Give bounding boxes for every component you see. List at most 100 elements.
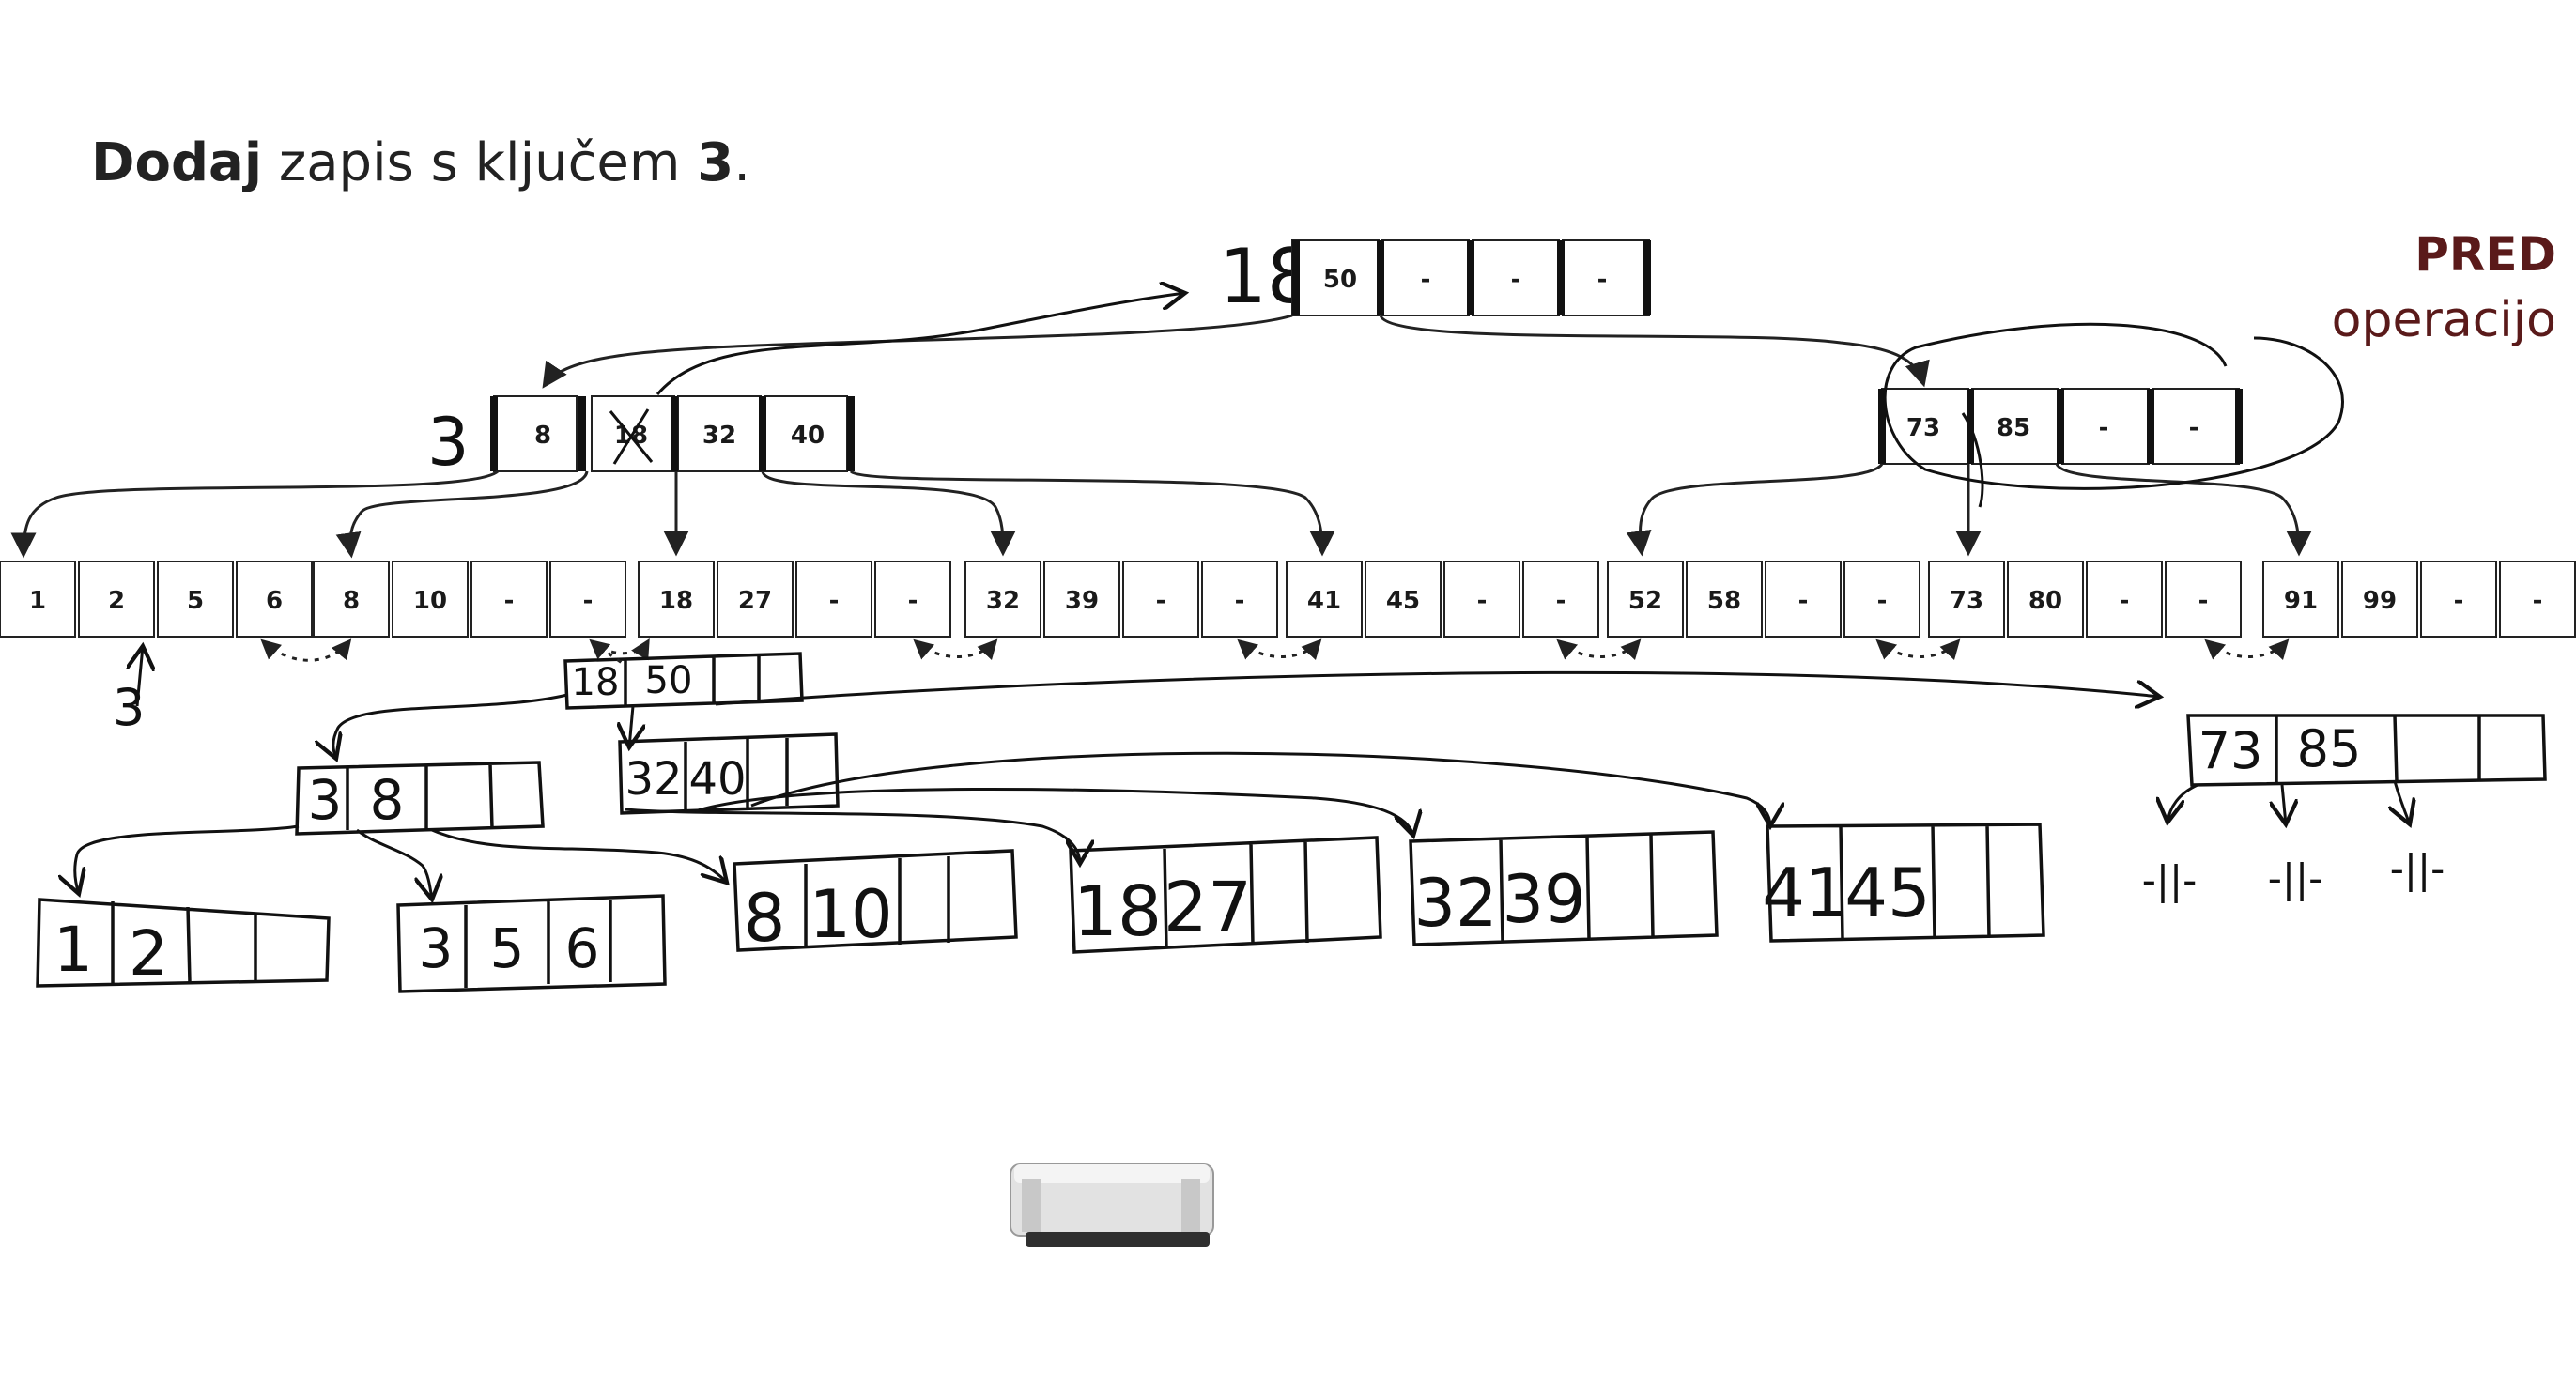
leaf-4-key-0: 41 xyxy=(1307,587,1341,615)
internal-right-bar-3 xyxy=(2147,389,2154,464)
promote-arrow xyxy=(657,293,1185,394)
root-pointer-bar-1 xyxy=(1377,240,1384,315)
leaf-4-key-1: 45 xyxy=(1386,587,1420,615)
root-pointer-bar-3 xyxy=(1557,240,1565,315)
leaf-5-key-0: 52 xyxy=(1628,587,1662,615)
leaf-5-key-1: 58 xyxy=(1707,587,1741,615)
leaf-5-key-3: - xyxy=(1877,587,1888,615)
title-key: 3 xyxy=(697,132,733,193)
leaf-0-key-1: 2 xyxy=(108,587,125,615)
eraser-grip-left xyxy=(1022,1179,1041,1232)
badge-pred: PRED xyxy=(2414,227,2556,282)
arrow-left-to-leaf-1 xyxy=(350,471,587,554)
leaf-6-key-3: - xyxy=(2198,587,2209,615)
leaf-0-key-3: 6 xyxy=(266,587,283,615)
internal-left-handwritten-label: 3 xyxy=(427,404,470,481)
sibling-link-3 xyxy=(1240,641,1319,657)
hand-leaf-2-key-0: 8 xyxy=(744,880,786,957)
leaf-6-key-1: 80 xyxy=(2028,587,2062,615)
sibling-link-2 xyxy=(916,641,995,657)
internal-left-bar-3 xyxy=(759,396,766,471)
hand-leaf-5-key-1: 45 xyxy=(1844,854,1931,932)
arrow-left-to-leaf-4 xyxy=(851,471,1322,552)
whiteboard-eraser xyxy=(1010,1164,1213,1247)
root-pointer-bar-4 xyxy=(1643,240,1651,315)
hand-new-root-key-1: 50 xyxy=(645,659,693,702)
eraser-grip-right xyxy=(1181,1179,1200,1232)
arrow-left-to-leaf-3 xyxy=(763,471,1003,552)
leaf-7-key-0: 91 xyxy=(2284,587,2318,615)
internal-left-bar-4 xyxy=(847,396,855,471)
page-title: Dodaj zapis s ključem 3. xyxy=(91,132,750,193)
sibling-link-0 xyxy=(263,641,349,660)
hand-node-right-key-0: 73 xyxy=(2198,721,2263,780)
sibling-links xyxy=(263,641,2287,660)
leaf-3-key-3: - xyxy=(1235,587,1245,615)
hand-leaf-4-key-1: 39 xyxy=(1502,861,1585,938)
leaf-2-key-0: 18 xyxy=(659,587,693,615)
hand-arrow-right-2 xyxy=(2395,781,2410,824)
root-pointer-bar-0 xyxy=(1292,240,1300,315)
root-key-0: 50 xyxy=(1323,266,1357,294)
leaf-0-key-0: 1 xyxy=(29,587,46,615)
internal-right-key-1: 85 xyxy=(1997,414,2030,442)
hand-node-left-key-1: 8 xyxy=(370,768,405,832)
eraser-felt xyxy=(1026,1232,1210,1247)
internal-right-node: 73 85 - - xyxy=(1878,389,2243,464)
hand-same-mark-2: -||- xyxy=(2390,846,2445,892)
internal-left-key-2: 32 xyxy=(702,422,736,450)
internal-left-key-0: 8 xyxy=(534,422,551,450)
hand-leaf-3-key-1: 27 xyxy=(1164,868,1252,948)
leaf-2-key-3: - xyxy=(908,587,918,615)
eraser-top xyxy=(1014,1164,1210,1183)
arrow-root-to-right xyxy=(1381,315,1923,383)
arrow-right-to-leaf-5 xyxy=(1640,464,1882,552)
hand-arrow-right-0 xyxy=(2167,785,2198,823)
leaf-1-key-0: 8 xyxy=(343,587,360,615)
hand-leaf-3-key-0: 18 xyxy=(1073,871,1162,952)
hand-leaf-4-key-0: 32 xyxy=(1413,865,1497,942)
hand-arrow-right-1 xyxy=(2282,785,2286,824)
hand-node-left-key-0: 3 xyxy=(308,768,343,832)
sibling-link-4 xyxy=(1559,641,1639,657)
hand-leaf-0-key-0: 1 xyxy=(54,914,93,986)
root-key-3: - xyxy=(1597,266,1608,294)
hand-node-right-key-1: 85 xyxy=(2297,719,2362,778)
hand-same-mark-1: -||- xyxy=(2268,855,2323,901)
title-middle: zapis s ključem xyxy=(262,132,697,193)
leaf-6-key-0: 73 xyxy=(1950,587,1983,615)
leaf-7-key-2: - xyxy=(2454,587,2464,615)
hand-arrow-left-0 xyxy=(75,826,299,894)
leaf-1-key-3: - xyxy=(583,587,594,615)
leaf-7-key-3: - xyxy=(2533,587,2543,615)
leaf-2-key-1: 27 xyxy=(738,587,772,615)
root-node: 18 50 - - - xyxy=(1219,233,1651,320)
internal-right-bar-4 xyxy=(2235,389,2243,464)
root-key-2: - xyxy=(1511,266,1521,294)
leaf-3-key-0: 32 xyxy=(986,587,1020,615)
leaf-3-key-2: - xyxy=(1156,587,1166,615)
hand-leaf-1-key-1: 5 xyxy=(490,916,525,980)
hand-leaf-1-key-2: 6 xyxy=(565,916,600,980)
badge-operacijo: operacijo xyxy=(2332,292,2556,348)
hand-leaf-0-key-1: 2 xyxy=(129,917,168,990)
internal-left-bar-1 xyxy=(578,396,586,471)
hand-node-mid-key-1: 40 xyxy=(688,753,746,806)
leaf-row: 1256810--1827--3239--4145--5258--7380--9… xyxy=(0,562,2575,637)
leaf-0-key-2: 5 xyxy=(187,587,204,615)
hand-new-root-key-0: 18 xyxy=(572,661,620,704)
leaf-7-key-1: 99 xyxy=(2363,587,2397,615)
hand-arrow-left-2 xyxy=(432,830,727,883)
hand-arrow-root-left xyxy=(333,695,567,759)
arrow-left-to-leaf-0 xyxy=(23,471,498,554)
internal-right-key-3: - xyxy=(2189,414,2199,442)
arrow-root-to-left xyxy=(545,315,1292,385)
title-end: . xyxy=(733,132,750,193)
leaf-1-key-1: 10 xyxy=(413,587,447,615)
insert-marker: 3 xyxy=(113,678,145,737)
leaf-1-key-2: - xyxy=(504,587,515,615)
internal-left-key-3: 40 xyxy=(791,422,825,450)
sibling-link-1 xyxy=(592,641,648,654)
leaf-2-key-2: - xyxy=(829,587,840,615)
